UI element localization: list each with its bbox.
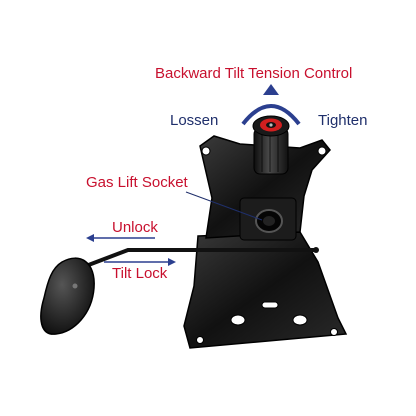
label-tighten: Tighten bbox=[318, 112, 368, 129]
tilt-lever-paddle bbox=[40, 257, 95, 335]
upper-plate bbox=[199, 135, 331, 239]
rotation-arc-arrow bbox=[241, 104, 301, 126]
label-unlock: Unlock bbox=[112, 219, 158, 236]
label-gas-lift-socket: Gas Lift Socket bbox=[86, 174, 188, 191]
unlock-arrow bbox=[86, 234, 94, 242]
label-tilt-lock: Tilt Lock bbox=[112, 265, 168, 282]
tilt-lock-arrow bbox=[168, 258, 176, 266]
label-tension-control: Backward Tilt Tension Control bbox=[155, 65, 353, 82]
gas-lift-pointer-line bbox=[185, 191, 263, 221]
label-loosen: Lossen bbox=[170, 112, 219, 129]
